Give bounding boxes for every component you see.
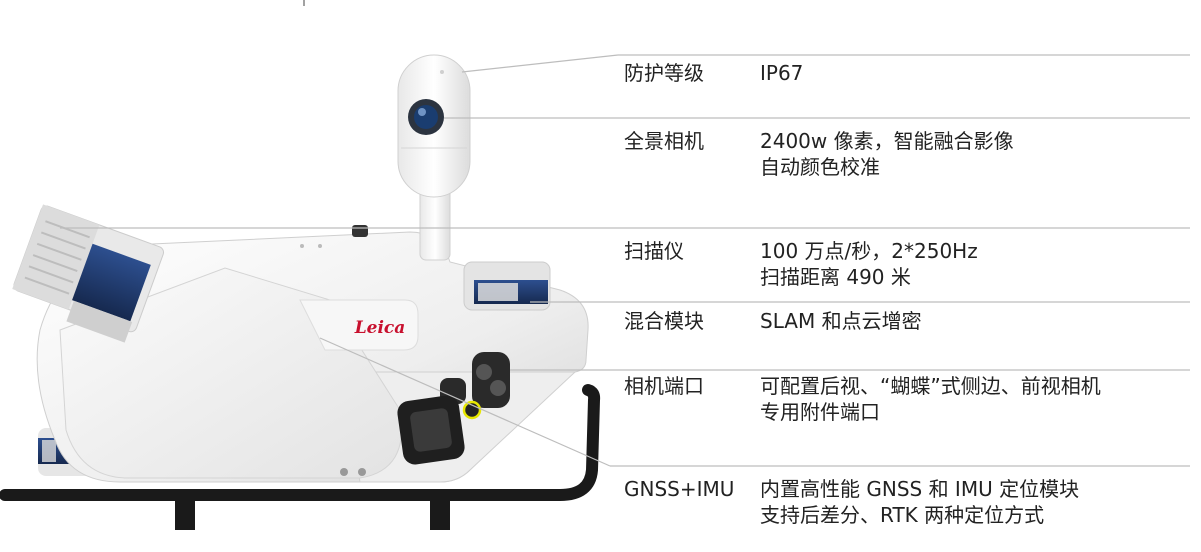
- spec-value-hybrid-module: SLAM 和点云增密: [760, 308, 922, 334]
- camera-ports: [340, 352, 510, 476]
- spec-value-panoramic-camera: 2400w 像素，智能融合影像 自动颜色校准: [760, 128, 1014, 180]
- panoramic-camera: [397, 54, 471, 261]
- spec-value-camera-port: 可配置后视、“蝴蝶”式侧边、前视相机 专用附件端口: [760, 373, 1101, 425]
- spec-label-scanner: 扫描仪: [624, 239, 684, 263]
- leica-logo: Leica: [354, 318, 406, 338]
- spec-label-protection: 防护等级: [624, 61, 704, 85]
- spec-value-line: 可配置后视、“蝴蝶”式侧边、前视相机: [760, 374, 1101, 398]
- spec-value-line: 扫描距离 490 米: [760, 265, 911, 289]
- spec-value-line: 自动颜色校准: [760, 155, 880, 179]
- spec-value-scanner: 100 万点/秒，2*250Hz 扫描距离 490 米: [760, 238, 978, 290]
- spec-value-line: SLAM 和点云增密: [760, 309, 922, 333]
- spec-label-gnss-imu: GNSS+IMU: [624, 477, 735, 501]
- carry-frame: [0, 384, 601, 530]
- spec-label-hybrid-module: 混合模块: [624, 309, 704, 333]
- spec-value-line: 支持后差分、RTK 两种定位方式: [760, 503, 1045, 527]
- logo-plate: [299, 299, 419, 351]
- spec-value-protection: IP67: [760, 60, 803, 86]
- spec-value-line: 内置高性能 GNSS 和 IMU 定位模块: [760, 477, 1080, 501]
- spec-value-line: 100 万点/秒，2*250Hz: [760, 239, 978, 263]
- top-button: [352, 225, 368, 237]
- tilted-scanner-head: [12, 204, 165, 343]
- right-lidar-sensor: [463, 261, 551, 311]
- spec-label-panoramic-camera: 全景相机: [624, 129, 704, 153]
- spec-value-line: IP67: [760, 61, 804, 85]
- spec-value-line: 2400w 像素，智能融合影像: [760, 129, 1014, 153]
- leader-lines: [60, 54, 1190, 467]
- spec-label-camera-port: 相机端口: [624, 374, 704, 398]
- spec-value-gnss-imu: 内置高性能 GNSS 和 IMU 定位模块 支持后差分、RTK 两种定位方式: [760, 476, 1079, 528]
- spec-value-line: 专用附件端口: [760, 400, 880, 424]
